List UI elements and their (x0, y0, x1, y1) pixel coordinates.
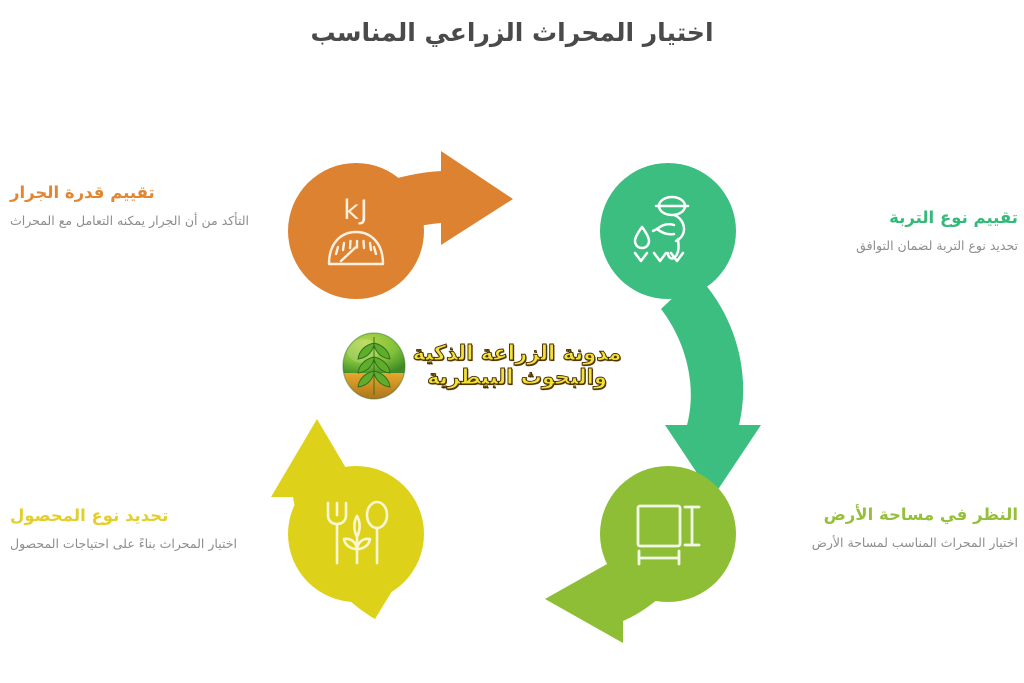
kj-badge: kJ (343, 194, 369, 226)
node-crop-type[interactable] (288, 466, 424, 602)
arrow-green (661, 275, 761, 497)
label-tractor-power: تقييم قدرة الجرار التأكد من أن الجرار يم… (10, 183, 260, 231)
label-land-area: النظر في مساحة الأرض اختيار المحراث المن… (768, 505, 1018, 553)
label-crop-heading: تحديد نوع المحصول (10, 506, 169, 525)
label-area-heading: النظر في مساحة الأرض (823, 505, 1018, 524)
node-soil-type[interactable] (600, 163, 736, 299)
wheat-leaf-emblem-icon (341, 331, 407, 401)
label-soil-type: تقييم نوع التربة تحديد نوع التربة لضمان … (768, 208, 1018, 256)
logo-line-1: مدونة الزراعة الذكية (412, 341, 622, 366)
label-tractor-description: التأكد من أن الجرار يمكنه التعامل مع الم… (10, 212, 250, 228)
page-title: اختيار المحراث الزراعي المناسب (310, 18, 714, 47)
node-land-area[interactable] (600, 466, 736, 602)
farmer-planting-icon (630, 195, 706, 267)
label-crop-description: اختيار المحراث بناءً على احتياجات المحصو… (10, 535, 237, 551)
label-soil-description: تحديد نوع التربة لضمان التوافق (856, 237, 1018, 253)
power-gauge-icon (325, 228, 387, 268)
label-soil-heading: تقييم نوع التربة (889, 208, 1018, 227)
node-tractor-power[interactable]: kJ (288, 163, 424, 299)
label-crop-type: تحديد نوع المحصول اختيار المحراث بناءً ع… (10, 506, 260, 554)
logo-wordmark: مدونة الزراعة الذكية والبحوث البيطرية (412, 341, 622, 389)
logo-line-2: والبحوث البيطرية (427, 365, 608, 389)
label-tractor-heading: تقييم قدرة الجرار (10, 183, 155, 202)
area-dimensions-icon (635, 503, 701, 566)
center-logo: مدونة الزراعة الذكية والبحوث البيطرية (342, 318, 622, 414)
label-area-description: اختيار المحراث المناسب لمساحة الأرض (811, 534, 1018, 550)
fork-spoon-plant-icon (320, 500, 392, 567)
